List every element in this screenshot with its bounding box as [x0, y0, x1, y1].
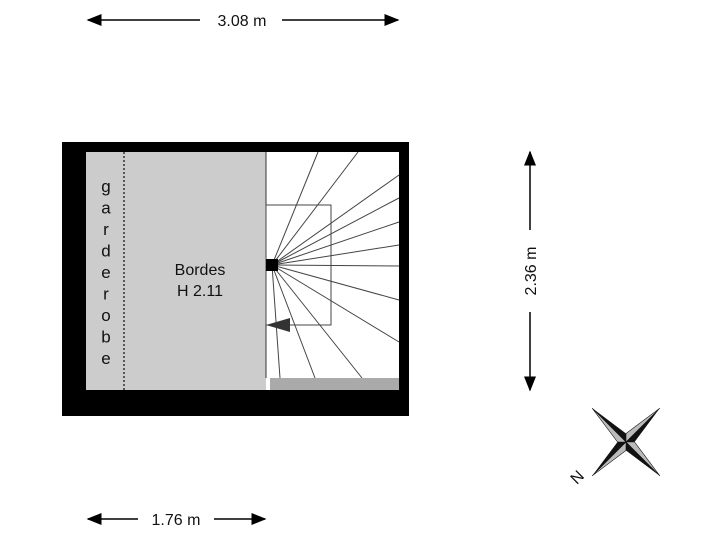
- stair-threshold: [270, 378, 399, 390]
- compass-rose: [591, 407, 661, 477]
- landing-name: Bordes: [175, 262, 226, 279]
- landing-floor: [86, 152, 266, 390]
- top-dimension-label: 3.08 m: [218, 13, 267, 30]
- top-dimension: 3.08 m: [86, 13, 400, 30]
- newel-post: [266, 259, 278, 271]
- bottom-dimension-label: 1.76 m: [152, 512, 201, 529]
- stair-area: [266, 152, 399, 390]
- bottom-dimension: 1.76 m: [86, 512, 267, 529]
- landing-height: H 2.11: [177, 283, 223, 300]
- stair-treads: [271, 151, 400, 379]
- stair-direction-arrow: [266, 318, 290, 332]
- compass-north-label: N: [568, 468, 588, 488]
- right-dimension-label: 2.36 m: [523, 247, 540, 296]
- right-dimension: 2.36 m: [523, 150, 540, 392]
